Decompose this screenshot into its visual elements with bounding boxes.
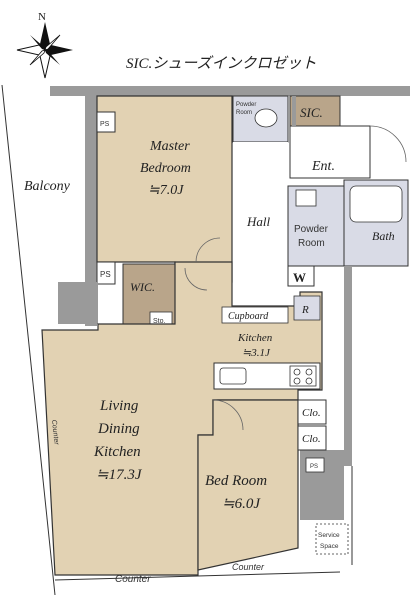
hall (233, 142, 288, 282)
ps-right-label: PS (310, 464, 318, 470)
sic-caption: SIC.シューズインクロゼット (126, 55, 317, 72)
hall-label: Hall (246, 214, 271, 229)
sink-icon (295, 189, 317, 207)
balcony-label: Balcony (24, 179, 71, 194)
bathtub-icon (349, 185, 403, 223)
toilet-room-label-1: Powder (236, 102, 256, 108)
cupboard (221, 306, 289, 324)
ldk-size: ≒17.3J (96, 467, 143, 483)
ldk-label-1: Living (99, 398, 139, 414)
closet-1-label: Clo. (302, 407, 321, 419)
counter-bottom-2: Counter (232, 562, 265, 572)
ldk-label-2: Dining (97, 421, 140, 437)
ent-label: Ent. (311, 159, 335, 174)
powder-room-label-1: Powder (294, 224, 329, 235)
cupboard-label: Cupboard (228, 311, 269, 322)
balcony-wall (85, 96, 97, 326)
ps-top (96, 111, 116, 133)
washer-label: W (293, 270, 306, 285)
master-bedroom-size: ≒7.0J (148, 183, 184, 198)
right-wall (344, 266, 352, 466)
stove-icon (289, 365, 317, 387)
ps-right (305, 457, 325, 473)
sto-label: Sto. (153, 318, 166, 325)
balcony-edge (1, 84, 56, 596)
refrigerator (293, 295, 321, 321)
entrance (289, 125, 371, 179)
ps-mid-label: PS (100, 270, 111, 279)
service-space-label-1: Service (318, 532, 340, 539)
closet-2-label: Clo. (302, 433, 321, 445)
refrigerator-label: R (301, 304, 309, 316)
toilet-room-label-2: Room (236, 110, 252, 116)
ps-mid (96, 261, 116, 285)
entrance-door-swing (369, 125, 407, 163)
kitchen-size: ≒3.1J (242, 347, 271, 359)
kitchen-label: Kitchen (237, 332, 273, 344)
closet-1 (297, 399, 327, 425)
service-space (315, 523, 349, 555)
master-bedroom-label-2: Bedroom (140, 161, 191, 176)
wic-label: WIC. (130, 280, 155, 294)
bedroom-door-swing (212, 399, 244, 431)
ldk-label-3: Kitchen (93, 444, 141, 460)
ldk-door-swing (184, 267, 208, 291)
sic-label: SIC. (300, 105, 323, 120)
compass-icon: N (16, 11, 73, 79)
counter-bottom-1: Counter (115, 574, 151, 585)
ps-top-label: PS (100, 121, 110, 128)
counter-left: Counter (50, 419, 60, 445)
compass-north-letter: N (38, 11, 46, 23)
closet-2 (297, 425, 327, 451)
washer-space (287, 265, 315, 287)
toilet-icon (254, 108, 278, 128)
powder-room-label-2: Room (298, 238, 325, 249)
bedroom-size: ≒6.0J (222, 496, 261, 512)
bottom-balcony-line (54, 571, 341, 581)
wall-sic-left (292, 96, 296, 126)
column-left (58, 282, 98, 324)
kitchen-sink-icon (219, 367, 247, 385)
bath-label: Bath (372, 229, 395, 243)
master-door-swing (195, 237, 221, 263)
top-wall (50, 86, 410, 96)
bedroom-label: Bed Room (205, 473, 267, 489)
master-bedroom-label-1: Master (149, 139, 190, 154)
service-space-label-2: Space (320, 543, 339, 550)
